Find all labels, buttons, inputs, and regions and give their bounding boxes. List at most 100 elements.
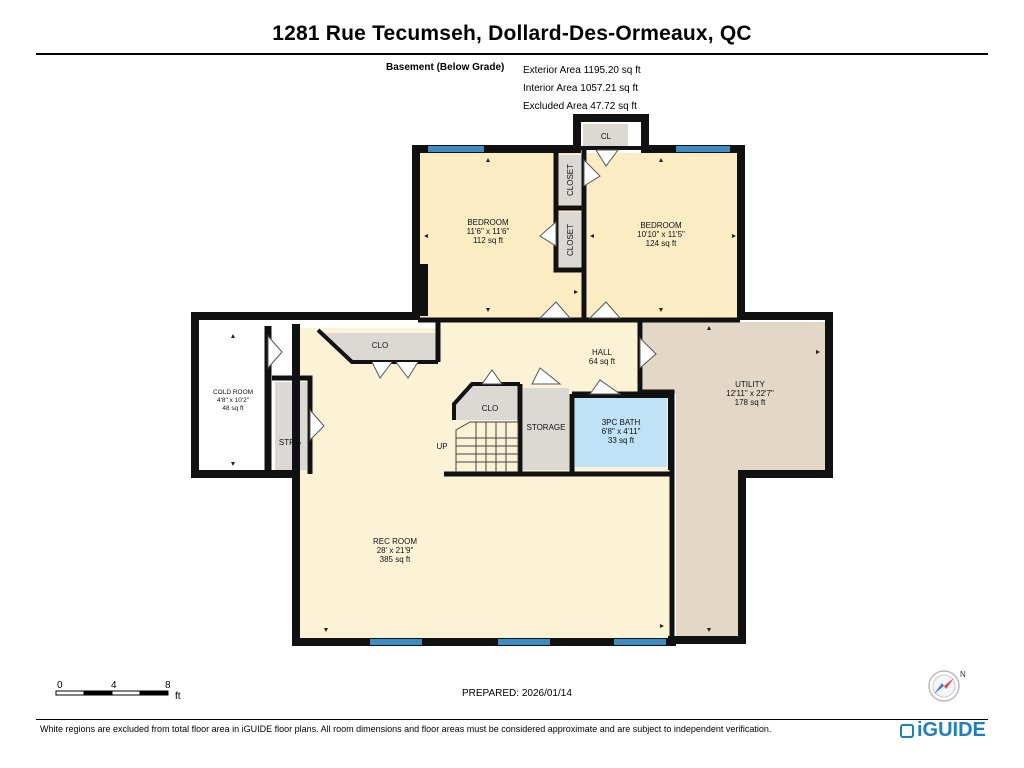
footer-divider: [36, 719, 988, 720]
door-clo-top: [371, 361, 419, 379]
walls: [191, 114, 833, 646]
closet-wall: [553, 150, 584, 273]
rec-room-name: REC ROOM: [373, 537, 417, 546]
page-title: 1281 Rue Tecumseh, Dollard-Des-Ormeaux, …: [272, 22, 752, 45]
level-name: Basement (Below Grade): [386, 62, 505, 73]
clo-mid-label: CLO: [482, 404, 498, 413]
utility-floor: [643, 322, 825, 636]
cold-room-name: COLD ROOM: [213, 389, 253, 396]
bedroom-left-area: 112 sq ft: [473, 236, 504, 245]
excluded-area: Excluded Area 47.72 sq ft: [523, 101, 637, 112]
bedroom-right-floor: [587, 153, 737, 320]
room-labels: BEDROOM 11'6" x 11'6" 112 sq ft BEDROOM …: [213, 132, 774, 564]
strg-wall: [272, 375, 313, 474]
door-strg: [309, 408, 325, 442]
disclaimer: White regions are excluded from total fl…: [40, 724, 772, 734]
storage-floor: [523, 388, 569, 470]
door-cold-room: [267, 334, 283, 370]
bedroom-right-area: 124 sq ft: [646, 239, 677, 248]
door-bedroom-left: [538, 301, 572, 319]
dim-marker: [324, 628, 328, 632]
dim-marker: [231, 334, 235, 338]
utility-dims: 12'11" x 22'7": [726, 389, 774, 398]
dim-marker: [660, 624, 664, 628]
door-clo-mid: [481, 369, 503, 385]
storage-label: STORAGE: [527, 423, 566, 432]
compass-needle-south: [934, 683, 944, 694]
dim-marker: [816, 350, 820, 354]
dim-marker: [732, 234, 736, 238]
door-hall-utility: [639, 336, 657, 370]
stairs: [455, 421, 519, 472]
bath-area: 33 sq ft: [608, 436, 635, 445]
door-cl: [595, 149, 619, 167]
hall-area: 64 sq ft: [589, 357, 616, 366]
closet-bottom-floor: [559, 212, 583, 267]
stair-core-wall: [444, 384, 672, 477]
dimension-markers: [231, 158, 820, 632]
rec-room-area: 385 sq ft: [380, 555, 411, 564]
area-summary: Exterior Area 1195.20 sq ft Interior Are…: [523, 62, 641, 116]
closet-bottom-label: CLOSET: [566, 224, 575, 256]
scale-label-4: 4: [111, 680, 117, 691]
cold-room-floor: [200, 328, 266, 470]
door-storage: [531, 367, 562, 385]
cl-label: CL: [601, 132, 612, 141]
door-closet-top: [583, 158, 601, 187]
scale-label-8: 8: [165, 680, 171, 691]
door-bedroom-right: [588, 301, 622, 319]
title-divider: [36, 53, 988, 55]
bedroom-left-name: BEDROOM: [467, 218, 509, 227]
doors: [267, 149, 657, 442]
bath-floor: [575, 397, 667, 467]
dim-marker: [707, 628, 711, 632]
bath-wall: [572, 394, 672, 470]
utility-name: UTILITY: [735, 380, 765, 389]
compass-needle-north: [944, 678, 954, 689]
prepared-date: PREPARED: 2026/01/14: [462, 688, 572, 699]
scale-segment-4: [139, 690, 169, 696]
scale-unit: ft: [175, 691, 181, 702]
exterior-area: Exterior Area 1195.20 sq ft: [523, 65, 641, 76]
dim-marker: [486, 158, 490, 162]
dim-marker: [659, 308, 663, 312]
strg-label: STRG: [279, 438, 301, 447]
scale-label-0: 0: [57, 680, 63, 691]
utility-area: 178 sq ft: [735, 398, 766, 407]
clo-top-label: CLO: [372, 341, 388, 350]
bath-dims: 6'8" x 4'11": [602, 427, 641, 436]
bedroom-right-dims: 10'10" x 11'5": [637, 230, 685, 239]
bedroom-right-name: BEDROOM: [640, 221, 682, 230]
closet-top-floor: [559, 155, 583, 205]
stair-outline: [455, 421, 519, 472]
scale-segment-3: [111, 690, 141, 696]
brand-name: iGUIDE: [917, 719, 986, 741]
interior-area: Interior Area 1057.21 sq ft: [523, 83, 639, 94]
bedroom-left-dims: 11'6" x 11'6": [467, 227, 510, 236]
compass-icon: N: [928, 670, 966, 702]
dim-marker: [424, 234, 428, 238]
cold-room-dims: 4'8" x 10'2": [217, 397, 250, 404]
cl-floor: [583, 124, 628, 148]
clo-mid-floor: [456, 386, 518, 420]
strg-floor: [275, 382, 307, 470]
stairs-up-label: UP: [436, 442, 447, 451]
dim-marker: [486, 308, 490, 312]
rec-room-dims: 28' x 21'9": [377, 546, 414, 555]
bath-name: 3PC BATH: [602, 418, 641, 427]
scale-segment-1: [55, 690, 85, 696]
scale-bar: [55, 690, 169, 696]
dim-marker: [659, 158, 663, 162]
scale-segment-2: [83, 690, 113, 696]
dim-marker: [231, 462, 235, 466]
brand-mark-icon: [900, 723, 914, 738]
dim-marker: [707, 326, 711, 330]
brand-logo: iGUIDE: [900, 719, 986, 742]
compass-north-label: N: [960, 670, 966, 679]
door-closet-bottom: [539, 220, 557, 247]
closet-top-label: CLOSET: [566, 164, 575, 196]
clo-top-floor: [320, 333, 436, 360]
windows: [370, 146, 730, 645]
door-bath: [589, 379, 622, 395]
